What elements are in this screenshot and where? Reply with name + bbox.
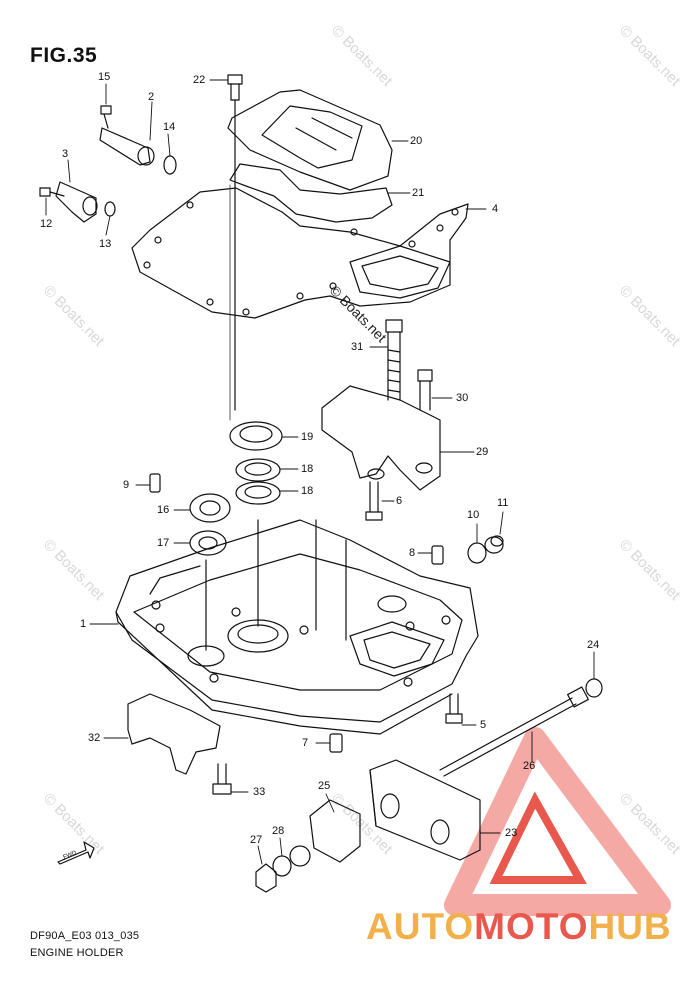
brand-part-moto: MOTO — [474, 906, 589, 947]
part-18-seal — [235, 458, 281, 482]
callout-17: 17 — [157, 537, 170, 549]
part-26-long-bolt — [439, 686, 589, 777]
figure-name: ENGINE HOLDER — [30, 947, 124, 959]
part-23-damper — [369, 759, 481, 861]
callout-30: 30 — [456, 392, 469, 404]
callout-31: 31 — [351, 341, 364, 353]
part-2-tube — [99, 127, 155, 166]
callout-8: 8 — [409, 547, 416, 559]
part-32-bracket — [127, 693, 221, 775]
fwd-arrow-icon: FWD — [57, 841, 95, 865]
part-16-bearing — [189, 493, 231, 523]
callout-4: 4 — [492, 203, 499, 215]
callout-13: 13 — [99, 238, 112, 250]
callout-11: 11 — [497, 497, 509, 509]
callout-23: 23 — [505, 827, 518, 839]
part-6-bolt — [365, 481, 383, 521]
callout-9: 9 — [123, 479, 130, 491]
callout-29: 29 — [476, 446, 489, 458]
callout-24: 24 — [587, 639, 600, 651]
part-27-nut — [255, 863, 277, 893]
figure-code: DF90A_E03 013_035 — [30, 930, 140, 942]
callout-16: 16 — [157, 504, 170, 516]
part-25-mount-rubber — [289, 799, 361, 867]
callout-7: 7 — [302, 737, 309, 749]
callout-27: 27 — [250, 834, 263, 846]
part-3-bracket — [55, 181, 98, 223]
callout-26: 26 — [523, 760, 536, 772]
automotohub-logo-icon — [444, 727, 671, 916]
part-14-oring — [163, 155, 177, 175]
part-30-bolt — [417, 369, 433, 411]
callout-3: 3 — [62, 148, 69, 160]
callout-22: 22 — [193, 74, 206, 86]
part-9-pin — [149, 473, 161, 493]
part-17-seal — [189, 530, 227, 556]
part-5-bolt — [445, 693, 463, 724]
part-22-bolt — [227, 74, 243, 101]
part-7-pin — [329, 733, 343, 753]
callout-14: 14 — [163, 121, 176, 133]
part-15-bolt — [100, 105, 112, 129]
part-8-pin — [431, 545, 444, 565]
brand-part-auto: AUTO — [366, 906, 475, 947]
callout-32: 32 — [88, 732, 101, 744]
part-12-bolt — [39, 187, 65, 197]
callout-15: 15 — [98, 71, 111, 83]
callout-19: 19 — [301, 431, 314, 443]
callout-33: 33 — [253, 786, 266, 798]
part-13-oring — [104, 201, 116, 217]
part-4-gasket — [131, 187, 469, 319]
brand-part-hub: HUB — [588, 906, 672, 947]
part-18-seal-2 — [235, 481, 281, 505]
callout-21: 21 — [412, 187, 425, 199]
brand-wordmark: AUTOMOTOHUB — [366, 906, 672, 948]
callout-18: 18 — [301, 463, 314, 475]
part-21-gasket — [229, 163, 393, 223]
part-33-bolt — [212, 763, 232, 795]
part-20-cover — [227, 89, 393, 191]
callout-18b: 18 — [301, 485, 314, 497]
callout-20: 20 — [410, 135, 423, 147]
fwd-label: FWD — [63, 850, 79, 861]
callout-5: 5 — [480, 719, 487, 731]
callout-1: 1 — [80, 618, 87, 630]
part-1-engine-holder — [115, 519, 479, 735]
figure-title: FIG.35 — [30, 44, 98, 67]
part-31-bolt — [385, 319, 403, 401]
callout-25: 25 — [318, 780, 331, 792]
part-29-mount — [321, 385, 441, 491]
callout-28: 28 — [272, 825, 285, 837]
leader-lines — [45, 79, 595, 865]
part-24-clip — [585, 678, 603, 698]
part-11-plug — [484, 535, 504, 554]
part-10-ring — [467, 542, 487, 564]
part-19-seal — [229, 421, 283, 451]
callout-6: 6 — [396, 495, 403, 507]
callout-2: 2 — [148, 91, 155, 103]
gasket-holes — [143, 201, 459, 316]
callout-12: 12 — [40, 218, 53, 230]
callout-10: 10 — [467, 509, 480, 521]
